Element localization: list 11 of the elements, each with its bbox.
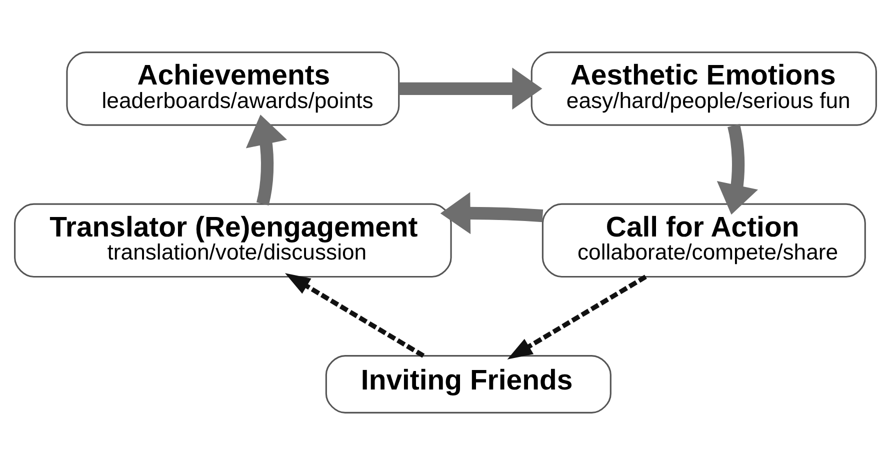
arrow	[507, 274, 647, 360]
arrow	[246, 114, 288, 206]
node-box: Inviting Friends	[325, 354, 612, 414]
node-box: Translator (Re)engagement translation/vote/discussion	[14, 203, 452, 278]
node-box: Achievements leaderboards/awards/points	[66, 52, 400, 126]
arrow	[398, 68, 542, 110]
arrow	[716, 124, 758, 215]
node-box: Call for Action collaborate/compete/share	[542, 203, 866, 278]
node-box: Aesthetic Emotions easy/hard/people/serious fun	[530, 52, 877, 126]
arrow	[440, 192, 544, 234]
arrow	[284, 273, 425, 358]
